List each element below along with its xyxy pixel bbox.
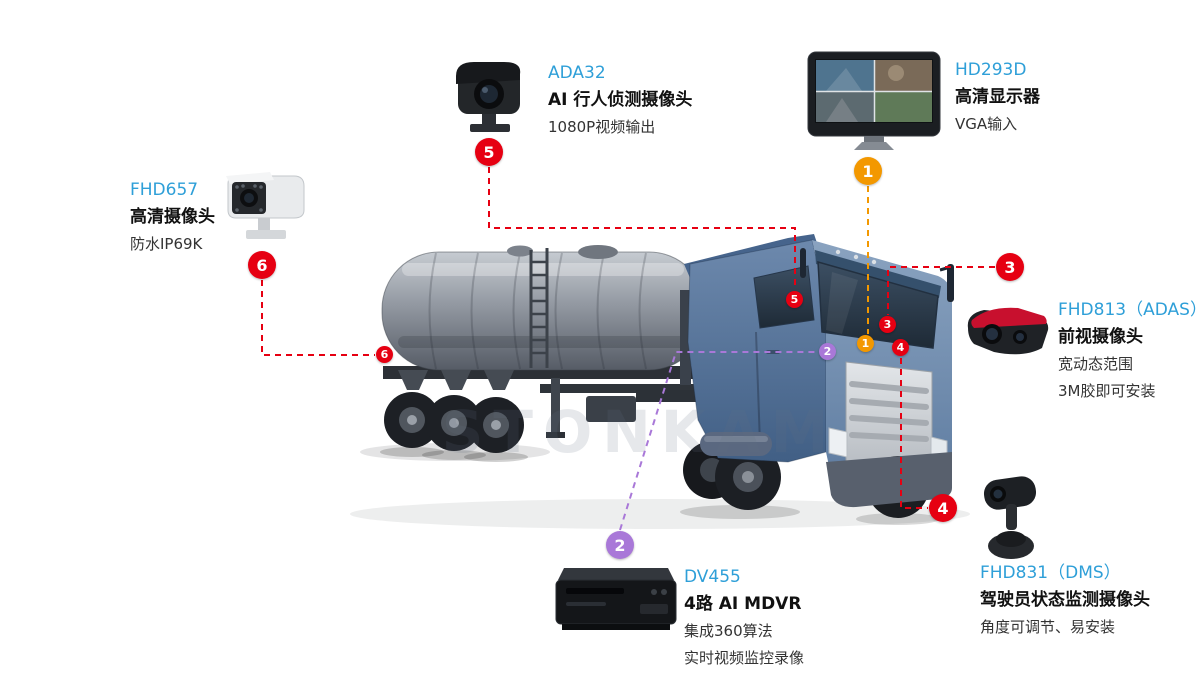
adas-title: 前视摄像头 <box>1058 327 1143 347</box>
badge-dms: 4 <box>929 494 957 522</box>
marker-pedestrian: 5 <box>786 291 803 308</box>
pedestrian-camera-image <box>446 54 534 142</box>
dms-desc: 角度可调节、易安装 <box>980 618 1116 636</box>
label-dms: FHD831（DMS） 驾驶员状态监测摄像头 角度可调节、易安装 <box>980 560 1150 641</box>
connector-pedestrian <box>488 167 796 290</box>
marker-monitor: 1 <box>857 335 874 352</box>
monitor-title: 高清显示器 <box>955 87 1040 107</box>
badge-adas: 3 <box>996 253 1024 281</box>
truck-body <box>350 234 970 529</box>
adas-model: FHD813（ADAS） <box>1058 300 1200 320</box>
rear-camera-model: FHD657 <box>130 180 199 200</box>
monitor-model: HD293D <box>955 60 1027 80</box>
marker-rear-camera: 6 <box>376 346 393 363</box>
badge-rear-camera: 6 <box>248 251 276 279</box>
watermark-text: STONKAM <box>442 398 839 466</box>
monitor-image <box>806 50 948 152</box>
label-rear-camera: FHD657 高清摄像头 防水IP69K <box>130 177 215 258</box>
adas-desc-1: 宽动态范围 <box>1058 355 1134 373</box>
rear-camera-title: 高清摄像头 <box>130 207 215 227</box>
label-monitor: HD293D 高清显示器 VGA输入 <box>955 57 1040 138</box>
label-pedestrian: ADA32 AI 行人侦测摄像头 1080P视频输出 <box>548 60 692 141</box>
marker-dms: 4 <box>892 339 909 356</box>
mdvr-desc-2: 实时视频监控录像 <box>684 649 805 667</box>
label-mdvr: DV455 4路 AI MDVR 集成360算法 实时视频监控录像 <box>684 564 804 672</box>
connector-dms <box>900 358 928 509</box>
badge-monitor: 1 <box>854 157 882 185</box>
mdvr-model: DV455 <box>684 567 741 587</box>
dms-title: 驾驶员状态监测摄像头 <box>980 590 1150 610</box>
marker-mdvr: 2 <box>819 343 836 360</box>
pedestrian-desc: 1080P视频输出 <box>548 118 656 136</box>
mdvr-title: 4路 AI MDVR <box>684 594 802 614</box>
pedestrian-title: AI 行人侦测摄像头 <box>548 90 693 110</box>
label-adas: FHD813（ADAS） 前视摄像头 宽动态范围 3M胶即可安装 <box>1058 297 1200 405</box>
badge-pedestrian: 5 <box>475 138 503 166</box>
adas-desc-2: 3M胶即可安装 <box>1058 382 1156 400</box>
rear-camera-image <box>220 166 312 250</box>
connector-lines <box>261 167 995 531</box>
pedestrian-model: ADA32 <box>548 63 606 83</box>
mdvr-image <box>548 556 680 642</box>
marker-adas: 3 <box>879 316 896 333</box>
badge-mdvr: 2 <box>606 531 634 559</box>
monitor-desc: VGA输入 <box>955 115 1018 133</box>
adas-camera-image <box>960 294 1055 369</box>
dms-model: FHD831（DMS） <box>980 563 1121 583</box>
rear-camera-desc: 防水IP69K <box>130 235 203 253</box>
connector-rear-camera <box>261 280 375 356</box>
dms-camera-image <box>970 472 1052 567</box>
connector-adas <box>887 266 995 315</box>
mdvr-desc-1: 集成360算法 <box>684 622 773 640</box>
